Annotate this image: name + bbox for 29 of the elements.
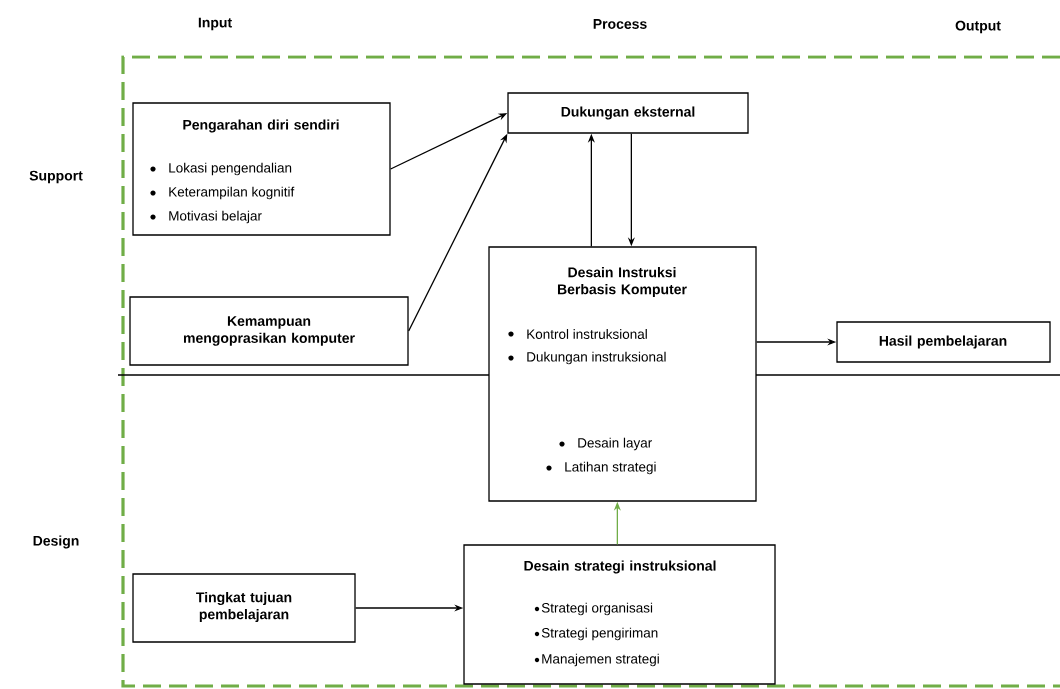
bullet-item: Dukungan instruksional: [508, 351, 666, 365]
bullet-item: Manajemen strategi: [534, 653, 659, 667]
box-heading: Tingkat tujuan pembelajaran: [196, 592, 292, 623]
process-box: [836, 321, 1051, 363]
bullet-item: Strategi pengiriman: [534, 627, 658, 641]
bullet-item: Motivasi belajar: [150, 210, 262, 224]
column-heading: Input: [198, 17, 232, 31]
bullet-item: Kontrol instruksional: [508, 329, 647, 339]
box-heading: Desain strategi instruksional: [524, 560, 716, 574]
box-heading: Kemampuan mengoprasikan komputer: [183, 316, 355, 346]
process-box: [463, 544, 776, 685]
box-heading: Dukungan eksternal: [561, 106, 695, 120]
box-heading: Hasil pembelajaran: [879, 335, 1007, 349]
bullet-item: Keterampilan kognitif: [150, 186, 295, 200]
bullet-item: Lokasi pengendalian: [150, 162, 292, 176]
process-box: [507, 92, 749, 134]
process-box: [132, 102, 391, 236]
column-heading: Process: [593, 19, 647, 29]
bullet-item: Strategi organisasi: [534, 602, 653, 616]
box-heading: Pengarahan diri sendiri: [183, 119, 339, 133]
process-box: [488, 246, 757, 502]
process-box: [132, 573, 356, 643]
bullet-item: Desain layar: [559, 437, 652, 451]
process-box: [129, 296, 409, 366]
bullet-item: Latihan strategi: [546, 461, 656, 475]
column-heading: Output: [955, 20, 1001, 34]
row-heading: Support: [29, 170, 83, 184]
box-heading: Desain Instruksi Berbasis Komputer: [558, 267, 687, 298]
row-heading: Design: [33, 535, 79, 549]
